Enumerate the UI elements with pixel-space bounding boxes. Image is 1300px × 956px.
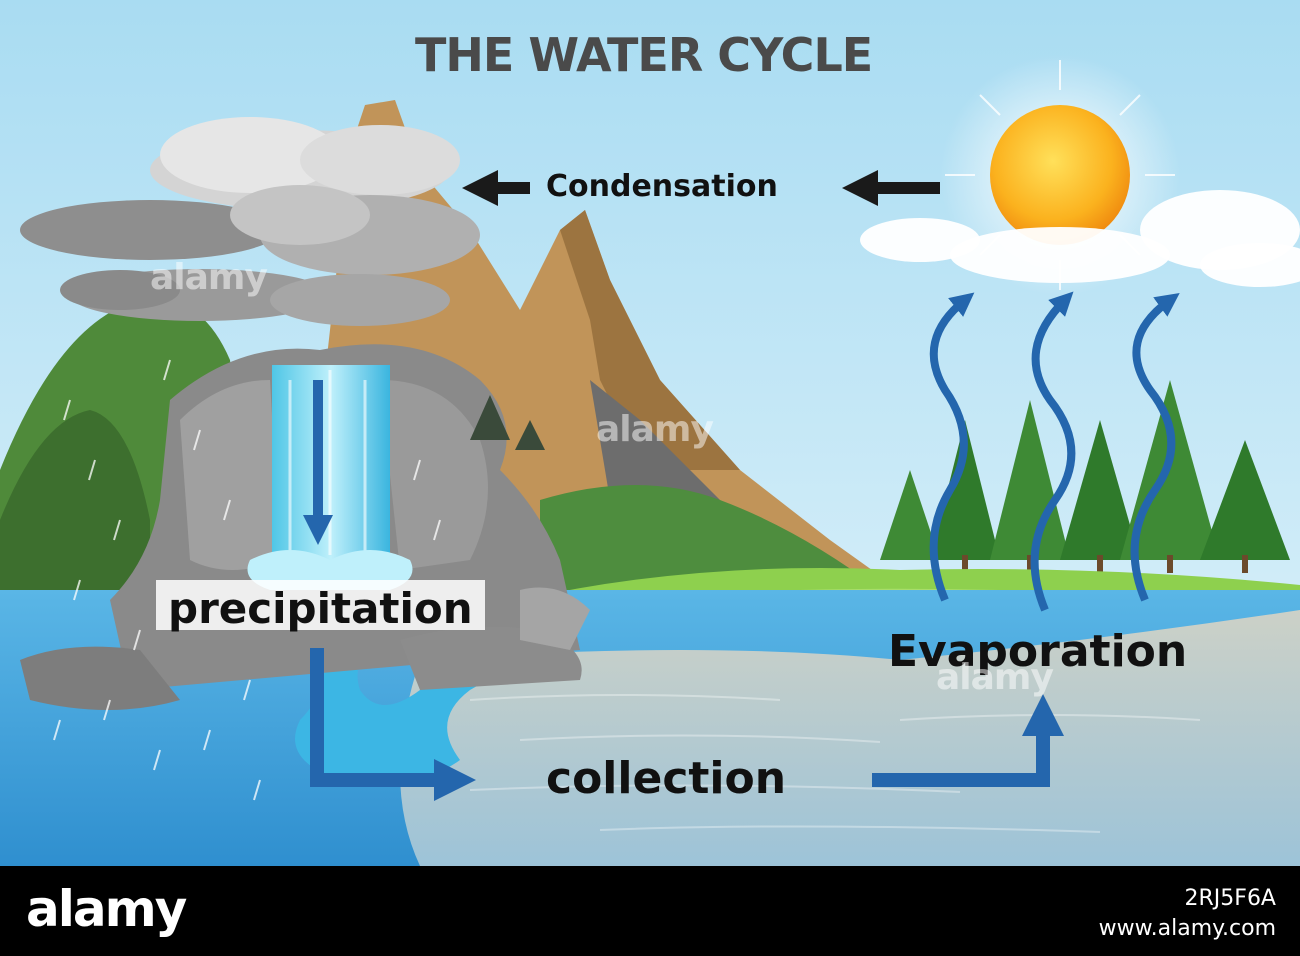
collection-arrow-left bbox=[310, 648, 476, 801]
site-url: www.alamy.com bbox=[1098, 916, 1276, 941]
evaporation-arrow-2 bbox=[1030, 291, 1076, 612]
image-id: 2RJ5F6A bbox=[1184, 886, 1276, 911]
evaporation-arrow-3 bbox=[1130, 292, 1180, 602]
footer-bar bbox=[0, 866, 1300, 956]
sun bbox=[990, 105, 1130, 245]
watermark: alamy bbox=[150, 257, 268, 298]
white-clouds bbox=[860, 190, 1300, 287]
diagram-title: THE WATER CYCLE bbox=[415, 28, 873, 82]
rain-clouds bbox=[20, 117, 480, 326]
label-collection: collection bbox=[546, 753, 787, 804]
label-condensation: Condensation bbox=[546, 169, 778, 204]
cliff-trees bbox=[470, 395, 545, 450]
scene-illustration bbox=[0, 0, 1300, 866]
label-precipitation: precipitation bbox=[156, 580, 485, 630]
shore-sand bbox=[400, 610, 1300, 866]
label-evaporation: Evaporation bbox=[888, 626, 1188, 677]
stream bbox=[295, 640, 580, 783]
watermark: alamy bbox=[936, 657, 1054, 698]
watermark: alamy bbox=[596, 409, 714, 450]
mountain-shade bbox=[560, 210, 740, 470]
evaporation-arrow-1 bbox=[929, 292, 975, 602]
rain bbox=[53, 359, 441, 801]
alamy-logo: alamy bbox=[26, 880, 187, 938]
evaporation-arrow-base bbox=[872, 694, 1064, 787]
